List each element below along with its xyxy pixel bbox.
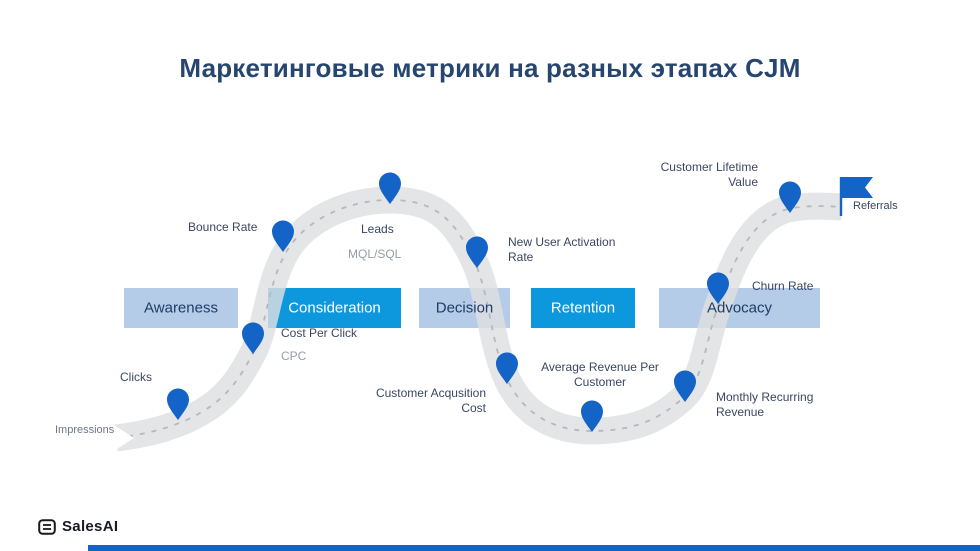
metric-label-customer-acquisition-cost: Customer Acqusition Cost [375,386,486,415]
metric-label-clicks: Clicks [120,370,152,384]
map-pin-icon [496,352,518,384]
finish-flag-icon [839,177,873,216]
stage-label-decision: Decision [435,299,494,317]
page-title: Маркетинговые метрики на разных этапах C… [179,53,801,84]
metric-label-average-revenue-per-customer: Average Revenue Per Customer [541,360,659,389]
map-pin-icon [167,388,189,420]
map-pin-icon [707,272,729,304]
metric-label-cpc: CPC [281,349,307,363]
metric-label-impressions: Impressions [55,424,115,436]
map-pin-icon [674,370,696,402]
map-pin-icon [581,400,603,432]
map-pin-icon [466,236,488,268]
map-pin-icon [272,220,294,252]
pins-group [167,172,801,432]
metric-label-new-user-activation-rate: New User Activation Rate [508,235,616,264]
metric-label-monthly-recurring-revenue: Monthly Recurring Revenue [716,390,814,419]
road-start-notch [106,420,134,456]
salesai-logo-icon [38,518,56,535]
metric-label-cost-per-click: Cost Per Click [281,326,358,340]
stage-box-advocacy [659,288,820,328]
stage-label-advocacy: Advocacy [706,299,773,317]
stage-box-awareness [124,288,238,328]
brand-name: SalesAI [62,518,119,535]
stage-box-retention [531,288,635,328]
metric-label-churn-rate: Churn Rate [752,279,814,293]
stage-label-awareness: Awareness [144,299,218,317]
accent-bottom-bar [88,545,980,551]
map-pin-icon [779,181,801,213]
metric-label-mql-sql: MQL/SQL [348,247,402,261]
metric-label-customer-lifetime-value: Customer Lifetime Value [660,160,758,189]
stage-label-retention: Retention [550,299,616,317]
brand-logo: SalesAI [38,518,118,535]
stage-box-consideration [268,288,401,328]
map-pin-icon [242,322,264,354]
stage-label-consideration: Consideration [288,299,381,317]
metric-label-referrals: Referrals [853,200,898,212]
metric-label-leads: Leads [361,222,394,236]
map-pin-icon [379,172,401,204]
metric-label-bounce-rate: Bounce Rate [188,220,258,234]
